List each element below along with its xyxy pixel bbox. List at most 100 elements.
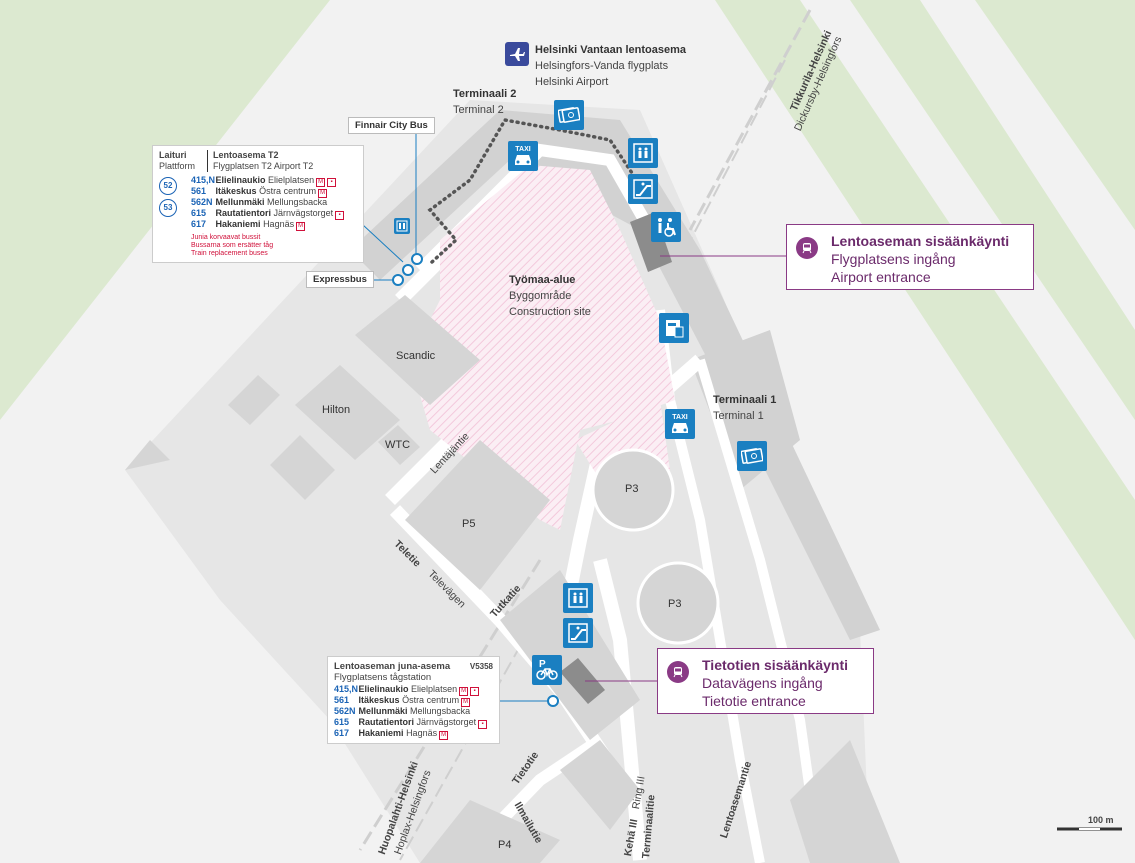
scale-label: 100 m	[1088, 815, 1114, 825]
airport-entrance-block	[630, 212, 672, 272]
escalator-icon-station[interactable]	[563, 618, 593, 648]
airport-name-en: Helsinki Airport	[535, 76, 609, 88]
ticket-icon-t1[interactable]	[737, 441, 767, 471]
accessibility-icon[interactable]	[651, 212, 681, 242]
station-name-sv: Flygplatsens tågstation	[334, 672, 432, 683]
construction-en: Construction site	[509, 306, 591, 318]
t2-platforms: 52 53	[159, 175, 191, 258]
p3-south-label: P3	[668, 598, 682, 610]
scandic-label: Scandic	[396, 350, 436, 362]
elevator-icon-t2[interactable]	[628, 138, 658, 168]
bus-stop-station-info: Lentoaseman juna-asema V5358 Flygplatsen…	[327, 656, 500, 744]
walking-route	[427, 118, 642, 264]
t2-stop-header: Lentoasema T2 Flygplatsen T2 Airport T2	[208, 150, 313, 172]
expressbus-tag: Expressbus	[306, 271, 374, 288]
svg-text:P: P	[539, 659, 546, 670]
construction-sv: Byggområde	[509, 290, 572, 302]
bus-stop-t2-1[interactable]	[411, 253, 423, 265]
wtc-building	[378, 425, 420, 465]
t2-header: Laituri Plattform Lentoasema T2 Flygplat…	[153, 146, 363, 172]
ticket-icon-t2[interactable]	[554, 100, 584, 130]
bus-stop-t2-info: Laituri Plattform Lentoasema T2 Flygplat…	[152, 145, 364, 263]
bus-stop-station[interactable]	[547, 695, 559, 707]
small-building-3	[125, 440, 170, 470]
bus-stop-expressbus[interactable]	[392, 274, 404, 286]
tietotie-entrance-fi: Tietotien sisäänkäynti	[702, 657, 849, 673]
airport-icon	[505, 42, 529, 66]
station-building	[500, 570, 640, 740]
airport-entrance-box[interactable]: Lentoaseman sisäänkäynti Flygplatsens in…	[786, 224, 1034, 290]
train-icon: ▪	[470, 687, 480, 696]
t2-note-fi: Junia korvaavat bussit	[191, 234, 261, 241]
elevator-small-icon[interactable]	[394, 218, 410, 234]
terminal-1-wing	[690, 330, 800, 490]
t2-platform-sv: Plattform	[159, 161, 196, 171]
tietotie-entrance-block	[560, 658, 605, 704]
railway-north-2	[679, 59, 786, 261]
terminal-1-en: Terminal 1	[713, 410, 764, 422]
p5-building	[405, 440, 550, 590]
platform-52-badge: 52	[159, 177, 177, 195]
p5-label: P5	[462, 518, 476, 530]
p4-label: P4	[498, 839, 512, 851]
airport-name: Helsinki Vantaan lentoasema Helsingfors-…	[535, 42, 686, 90]
p3-north-circle	[591, 448, 675, 532]
bus-stop-t2-2[interactable]	[402, 264, 414, 276]
t2-route-row: 615 Rautatientori Järnvägstorget▪	[191, 208, 345, 220]
p4-building	[420, 800, 560, 863]
train-icon: ▪	[327, 178, 337, 187]
green-area-right-3	[975, 0, 1135, 230]
t2-note-sv: Bussarna som ersätter tåg	[191, 242, 274, 249]
metro-icon: M	[318, 189, 328, 198]
taxi-icon-t1[interactable]: TAXI	[665, 409, 695, 439]
construction-fi: Työmaa-alue	[509, 274, 576, 286]
tietotie-entrance-box[interactable]: Tietotien sisäänkäynti Datavägens ingång…	[657, 648, 874, 714]
metro-icon: M	[459, 687, 469, 696]
tietotie-entrance-en: Tietotie entrance	[702, 693, 806, 709]
airport-name-fi: Helsinki Vantaan lentoasema	[535, 44, 687, 56]
building-s	[560, 740, 640, 830]
airport-entrance-en: Airport entrance	[831, 269, 931, 285]
taxi-icon-t2[interactable]: TAXI	[508, 141, 538, 171]
bike-parking-icon[interactable]: P	[532, 655, 562, 685]
train-icon: ▪	[335, 211, 345, 220]
station-code: V5358	[469, 662, 493, 671]
p3-north-label: P3	[625, 483, 639, 495]
terminal-2-label: Terminaali 2 Terminal 2	[453, 86, 516, 118]
station-route-row: 562N Mellunmäki Mellungsbacka	[334, 706, 471, 716]
railway-north	[688, 9, 812, 231]
elevator-icon-station[interactable]	[563, 583, 593, 613]
platform-53-badge: 53	[159, 199, 177, 217]
t2-stop-name-sv: Flygplatsen T2 Airport T2	[213, 161, 314, 171]
station-route-row: 615 Rautatientori Järnvägstorget▪	[334, 717, 493, 729]
entrance-train-icon	[796, 237, 818, 259]
finnair-city-bus-tag: Finnair City Bus	[348, 117, 435, 134]
leader-t2-box	[362, 224, 404, 263]
building-se	[790, 740, 900, 863]
scandic-building	[355, 295, 480, 405]
svg-text:TAXI: TAXI	[515, 146, 530, 153]
t2-platform-fi: Laituri	[159, 150, 187, 160]
metro-icon: M	[461, 698, 471, 707]
escalator-icon-t2[interactable]	[628, 174, 658, 204]
svg-text:TAXI: TAXI	[672, 414, 687, 421]
terminal-1-label: Terminaali 1 Terminal 1	[713, 392, 776, 424]
t2-stop-name: Lentoasema T2	[213, 150, 279, 160]
hilton-label: Hilton	[322, 404, 351, 416]
t2-route-row: 562N Mellunmäki Mellungsbacka	[191, 197, 328, 207]
construction-site	[410, 165, 675, 530]
parking-machine-icon[interactable]	[659, 313, 689, 343]
t2-note-en: Train replacement buses	[191, 250, 268, 257]
train-icon: ▪	[478, 720, 488, 729]
airport-name-sv: Helsingfors-Vanda flygplats	[535, 60, 669, 72]
terminal-1-fi: Terminaali 1	[713, 394, 777, 406]
green-area-right-2	[850, 0, 1135, 420]
